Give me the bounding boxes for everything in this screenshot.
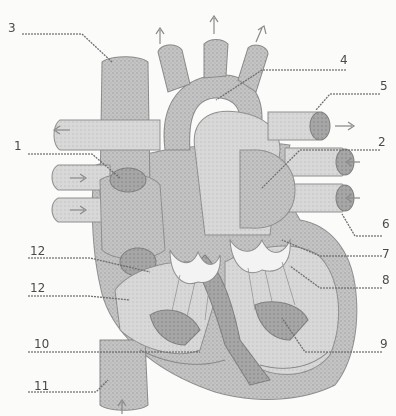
label-3: 3 [8, 21, 16, 35]
label-11: 11 [34, 379, 49, 393]
label-5: 5 [380, 79, 388, 93]
label-10: 10 [34, 337, 49, 351]
leader-line-6 [342, 214, 382, 236]
left-common-carotid-artery [204, 40, 228, 79]
label-2: 2 [378, 135, 386, 149]
leader-line-5 [316, 94, 380, 110]
label-12-lower: 12 [30, 281, 45, 295]
label-9: 9 [380, 337, 388, 351]
label-4: 4 [340, 53, 348, 67]
label-1: 1 [14, 139, 22, 153]
label-7: 7 [382, 247, 390, 261]
fossa-ovalis [110, 168, 146, 192]
left-pulmonary-artery-opening [310, 112, 330, 140]
label-6: 6 [382, 217, 390, 231]
brachiocephalic-artery [158, 45, 190, 92]
label-8: 8 [382, 273, 390, 287]
right-pulmonary-artery [54, 120, 160, 150]
label-12-upper: 12 [30, 244, 45, 258]
leader-line-3 [22, 34, 112, 62]
